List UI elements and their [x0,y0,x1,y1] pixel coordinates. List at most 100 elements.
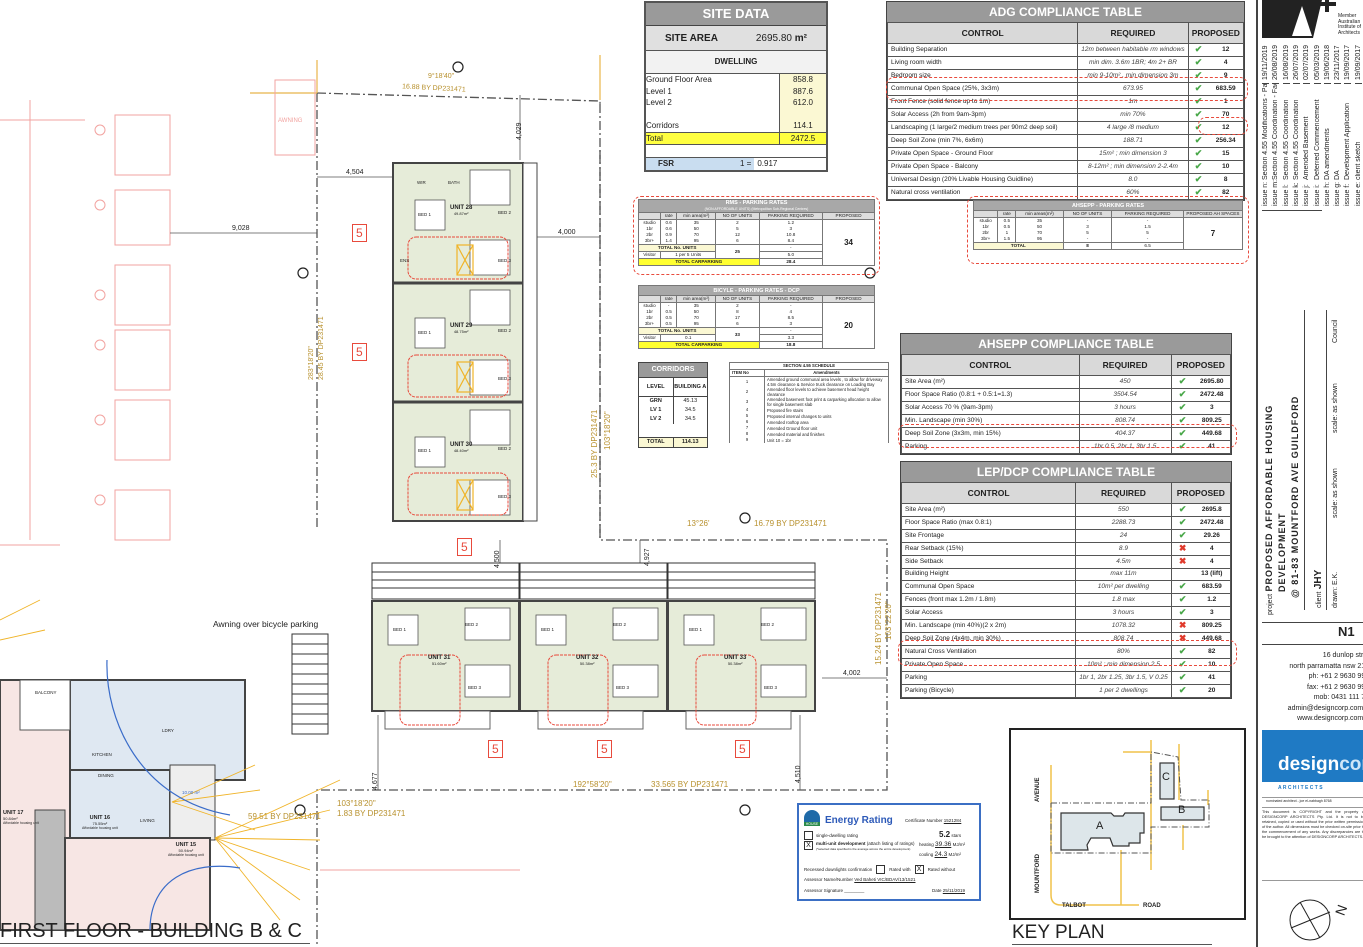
boundary-bl-bearing: 103°18'20" [337,799,376,808]
compliance-row: Universal Design (20% Livable Housing Gu… [886,173,1245,187]
address-line: fax: +61 2 9630 9922 [1307,683,1363,691]
check-icon: ✔ [1178,606,1187,617]
check-icon: ✔ [1178,504,1187,515]
control-cell: Solar Access [900,605,1077,620]
proposed-cell: 10 [1193,657,1231,672]
control-cell: Floor Space Ratio (0.8:1 + 0.5:1=1.3) [901,388,1080,402]
boundary-right-label: 15.24 BY DP231471 [874,592,883,665]
revision-tag[interactable]: 5 [352,224,367,242]
control-cell: Deep Soil Zone (min 7%, 6x6m) [886,134,1079,148]
boundary-bl-label: 1.83 BY DP231471 [337,809,406,818]
building-c-label: C [1162,771,1170,783]
room-label: BED 1 [418,212,432,217]
required-cell: 3 hours [1078,401,1172,415]
compliance-row: Deep Soil Zone (min 7%, 6x6m)188.71✔256.… [886,134,1245,148]
required-cell: 4 large /8 medium [1077,121,1189,135]
control-cell: Private Open Space [900,657,1077,672]
nominated-architect: nominated architect - joe el-nabbagh 876… [1266,799,1332,803]
compliance-row: Rear Setback (15%)8.9✖4 [900,542,1231,556]
rms-parking-table: RMS - PARKING RATES(NON AFFORDABLE UNITS… [637,199,875,266]
project-line2: DEVELOPMENT [1277,512,1287,592]
floor-plan-drawing [0,55,888,947]
proposed-cell: 4 [1193,542,1231,556]
issue-row: issue n:Section 4.55 Modifications - Par… [1262,45,1269,206]
required-cell: 808.74 [1075,631,1172,646]
check-icon: ✔ [1194,96,1203,107]
proposed-cell: 9 [1208,69,1245,83]
total-carparking: TOTAL CARPARKING [638,341,760,349]
control-cell: Side Setback [900,555,1077,569]
check-icon: ✔ [1194,148,1203,159]
boundary-bottom-bearing: 192°58'20" [573,780,612,789]
compliance-row: Floor Space Ratio (0.8:1 + 0.5:1=1.3)350… [901,388,1231,402]
cross-icon: ✖ [1178,543,1187,554]
revision-tag[interactable]: 5 [735,740,750,758]
room-label: BED 2 [498,210,512,215]
key-plan-map [1050,740,1210,906]
adjacent-building-outline [0,79,520,871]
designcorp-logo: designcorp [1262,730,1363,782]
proposed-cell: 15 [1208,147,1245,161]
required-cell: 1br 0.5, 2br 1, 3br 1.5 [1078,440,1172,454]
room-label: BALCONY [35,690,57,695]
compliance-row: Deep Soil Zone (3x3m, min 15%)404.37✔449… [901,427,1231,441]
revision-tag[interactable]: 5 [488,740,503,758]
room-label: BED 3 [498,494,512,499]
required-cell: 1 per 2 dwellings [1075,683,1172,698]
required-cell: 8.9 [1075,542,1172,556]
building-upper-block [392,162,538,522]
control-cell: Living room width [886,56,1079,70]
compliance-row: Site Area (m²)450✔2695.80 [901,375,1231,389]
site-boundary [316,92,888,947]
proposed-cell: 82 [1208,186,1245,200]
house-logo-icon [804,810,820,824]
proposed-cell: 683.59 [1208,82,1245,96]
street-road: ROAD [1143,903,1161,909]
required-cell: 1br 1, 2br 1.25, 3br 1.5, V 0.25 [1075,670,1172,685]
compliance-row: Min. Landscape (min 40%)(2 x 2m)1078.32✖… [900,618,1231,633]
room-label: BED 2 [613,622,627,627]
proposed-value: 34 [822,219,875,266]
revision-tag[interactable]: 5 [457,538,472,556]
compliance-row: Solar Access (2h from 9am-3pm)min 70%✔70 [886,108,1245,122]
required-cell: 8.0 [1077,173,1189,187]
revision-tag[interactable]: 5 [352,343,367,361]
revision-tag[interactable]: 5 [597,740,612,758]
street-avenue: AVENUE [1035,777,1041,802]
compliance-row: Fences (front max 1.2m / 1.8m)1.8 max✔1.… [900,592,1231,607]
proposed-cell: 449.68 [1193,631,1231,646]
control-cell: Universal Design (20% Livable Housing Gu… [886,173,1079,187]
room-label: BED 3 [498,258,512,263]
room-label: BED 2 [498,328,512,333]
aia-a-icon [1292,6,1312,36]
proposed-cell: 1 [1208,95,1245,109]
